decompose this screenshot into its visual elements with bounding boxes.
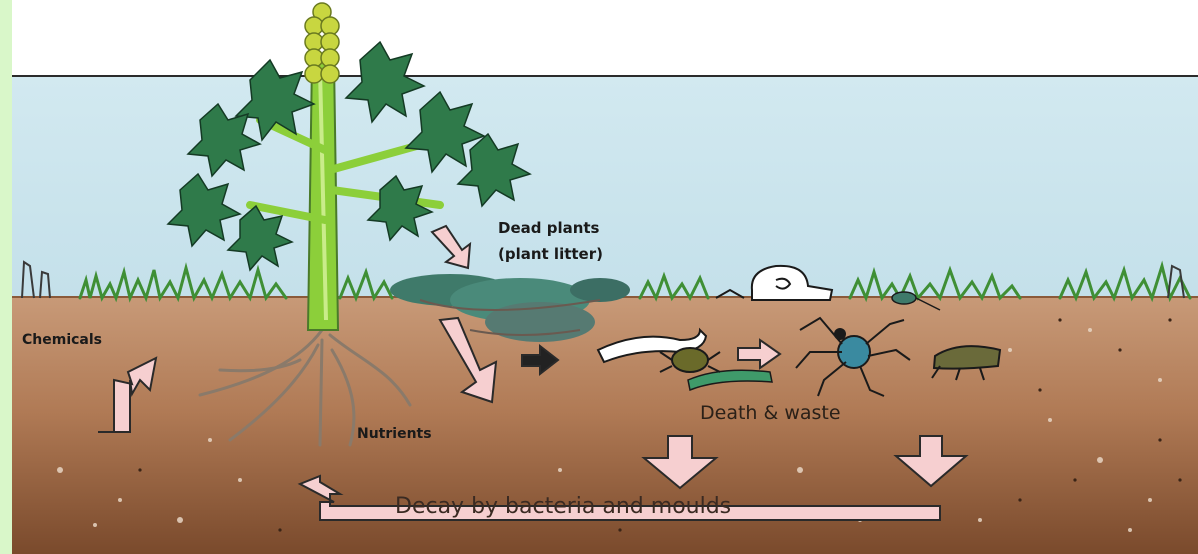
flower-spike	[305, 3, 339, 83]
label-plant-litter: (plant litter)	[498, 245, 603, 263]
label-decay: Decay by bacteria and moulds	[395, 494, 731, 519]
label-nutrients: Nutrients	[357, 426, 432, 442]
label-death-waste: Death & waste	[700, 402, 841, 424]
label-chemicals: Chemicals	[22, 332, 102, 348]
side-bar	[0, 0, 12, 554]
label-dead-plants: Dead plants	[498, 219, 599, 237]
